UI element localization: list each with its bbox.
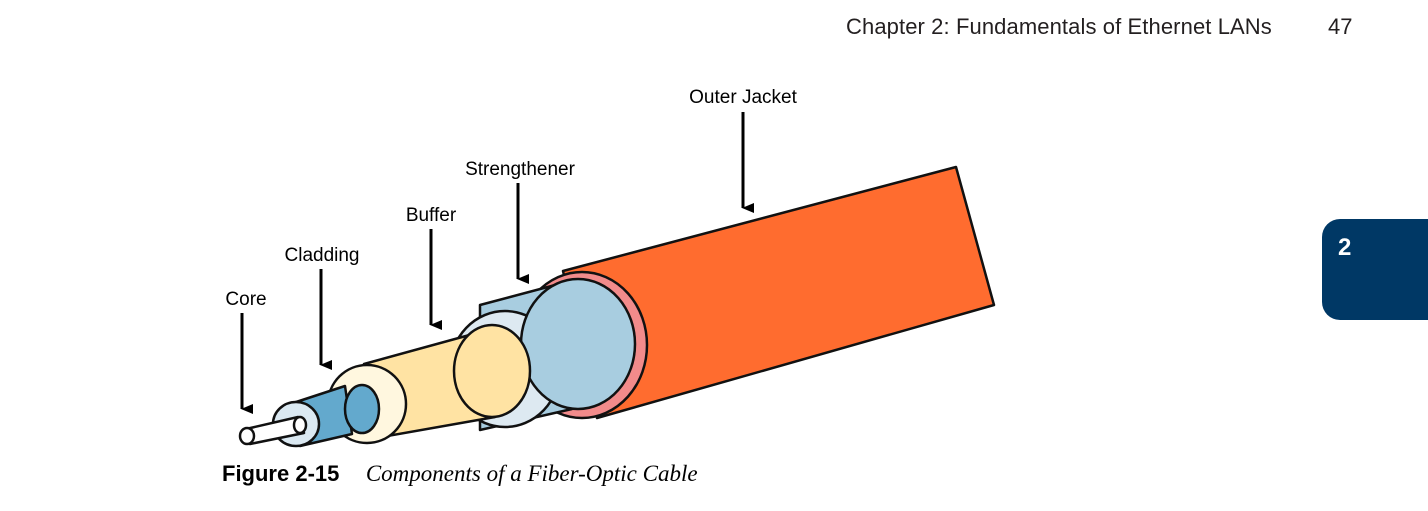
- strengthener-label: Strengthener: [465, 159, 576, 180]
- fiber-tip: [238, 426, 256, 446]
- page-number: 47: [1328, 14, 1353, 39]
- core-face: [343, 383, 381, 435]
- buffer-face: [519, 277, 637, 411]
- core-label: Core: [225, 289, 266, 310]
- figure-title: Components of a Fiber-Optic Cable: [365, 461, 698, 486]
- cladding-label: Cladding: [285, 245, 360, 266]
- running-header-title: Chapter 2: Fundamentals of Ethernet LANs: [846, 14, 1272, 39]
- outer-jacket-label: Outer Jacket: [689, 87, 797, 108]
- fiber-face: [292, 415, 308, 435]
- figure-caption: Figure 2-15 Components of a Fiber-Optic …: [222, 461, 698, 487]
- buffer-label: Buffer: [406, 205, 457, 226]
- chapter-tab-label: 2: [1338, 234, 1352, 261]
- figure-number: Figure 2-15: [222, 461, 340, 486]
- cladding-face: [452, 323, 532, 419]
- chapter-tab: 2: [1322, 219, 1428, 320]
